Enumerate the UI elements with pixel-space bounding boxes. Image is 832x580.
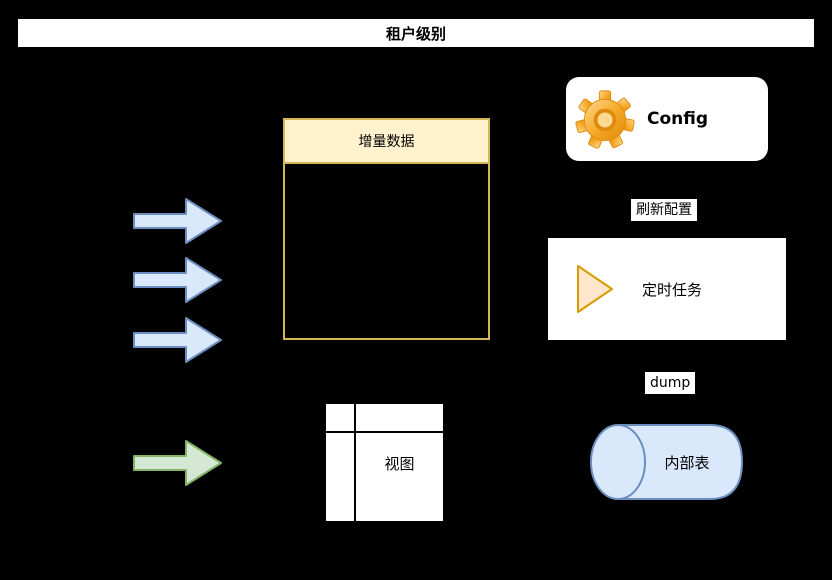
config-card: Config	[566, 77, 768, 161]
arrow-right-icon	[133, 256, 223, 304]
cylinder-database-icon	[590, 424, 744, 500]
incremental-data-label: 增量数据	[358, 134, 415, 150]
gear-icon	[575, 90, 635, 149]
dump-label: dump	[645, 372, 696, 394]
arrow-right-icon	[133, 197, 223, 245]
internal-table-cylinder: 内部表	[588, 422, 748, 502]
view-table-shape: 视图	[326, 404, 443, 521]
play-triangle-icon	[577, 265, 613, 313]
arrow-right-icon	[133, 439, 223, 487]
table-column-divider	[354, 404, 356, 521]
incremental-data-box: 增量数据	[283, 118, 490, 340]
incremental-data-header: 增量数据	[285, 120, 488, 164]
table-row-divider	[326, 431, 443, 433]
refresh-config-label: 刷新配置	[631, 199, 697, 221]
config-label: Config	[647, 109, 709, 129]
internal-table-label: 内部表	[664, 453, 710, 472]
scheduled-task-label: 定时任务	[642, 280, 703, 299]
scheduled-task-box: 定时任务	[548, 238, 786, 340]
diagram-title-bar: 租户级别	[16, 17, 816, 49]
arrow-right-icon	[133, 316, 223, 364]
view-table-label: 视图	[384, 455, 415, 473]
page-title: 租户级别	[385, 24, 446, 43]
